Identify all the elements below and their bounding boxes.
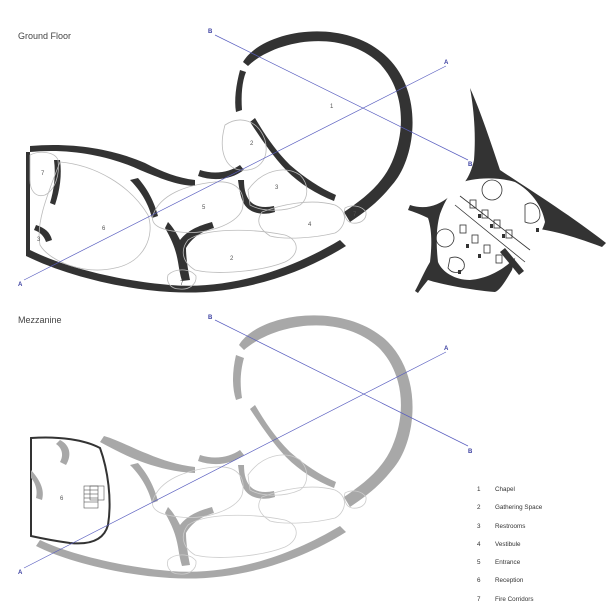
- mezz-inner-wall-6: [130, 463, 158, 503]
- legend-label: Vestibule: [495, 540, 521, 548]
- mezz-inner-wall-1: [233, 355, 244, 400]
- junction-wall-4: [250, 118, 336, 201]
- mezzanine-section-lines: [23, 319, 469, 569]
- label-fire-corridor-2: 7: [180, 281, 184, 287]
- mezzanine-reception: [30, 436, 111, 545]
- mezzanine-title: Mezzanine: [18, 315, 62, 325]
- legend-number: 5: [477, 559, 481, 567]
- legend-label: Restrooms: [495, 522, 526, 530]
- legend-label: Entrance: [495, 559, 521, 567]
- legend-item: 1 Chapel: [477, 486, 607, 504]
- junction-wall-3: [238, 180, 275, 214]
- junction-wall-1: [130, 178, 158, 218]
- legend-item: 7 Fire Corridors: [477, 596, 607, 614]
- legend-number: 3: [477, 522, 481, 530]
- legend-number: 7: [477, 595, 481, 603]
- junction-wall-5: [198, 165, 244, 180]
- section-a-start-mezz: A: [18, 570, 23, 576]
- section-a-end-mezz: A: [444, 346, 449, 352]
- mezzanine-plan: [36, 315, 413, 579]
- ground-floor-title: Ground Floor: [18, 31, 71, 41]
- label-entrance: 5: [202, 205, 206, 211]
- legend-label: Reception: [495, 577, 524, 585]
- legend-number: 2: [477, 504, 481, 512]
- label-restrooms: 3: [275, 185, 279, 191]
- legend-item: 4 Vestibule: [477, 541, 607, 559]
- label-mezz-reception: 6: [60, 496, 64, 502]
- legend-label: Chapel: [495, 486, 515, 493]
- legend-number: 1: [477, 486, 481, 493]
- label-restroom-small: 3: [37, 237, 41, 243]
- mezz-chapel-shell: [239, 315, 413, 507]
- mezz-inner-wall-2: [250, 405, 336, 488]
- outer-wall-north: [30, 144, 195, 186]
- label-gathering-space-upper: 2: [250, 141, 254, 147]
- label-reception: 6: [102, 226, 106, 232]
- legend-item: 3 Restrooms: [477, 523, 607, 541]
- label-fire-corridor-1: 7: [41, 171, 45, 177]
- room-legend: 1 Chapel 2 Gathering Space 3 Restrooms 4…: [477, 486, 607, 614]
- section-b-start-mezz: B: [208, 315, 213, 321]
- legend-number: 6: [477, 577, 481, 585]
- ground-floor-plan: [26, 31, 413, 293]
- mezz-inner-wall-3: [198, 450, 244, 465]
- section-a-end-ground: A: [444, 60, 449, 66]
- legend-number: 4: [477, 540, 481, 548]
- chapel-shell-wall: [243, 31, 413, 223]
- section-b-end-mezz: B: [468, 449, 473, 455]
- label-chapel: 1: [330, 104, 334, 110]
- junction-wall-7: [34, 225, 52, 242]
- detail-plan-fixtures: [435, 179, 541, 273]
- label-fire-corridor-3: 7: [353, 212, 357, 218]
- label-gathering-space-lower: 2: [230, 256, 234, 262]
- mezz-inner-wall-4: [165, 507, 214, 566]
- section-a-start-ground: A: [18, 282, 23, 288]
- legend-item: 6 Reception: [477, 577, 607, 595]
- detail-plan: [408, 88, 606, 293]
- legend-item: 5 Entrance: [477, 559, 607, 577]
- junction-wall-2: [165, 222, 214, 281]
- legend-label: Gathering Space: [495, 504, 543, 512]
- label-vestibule: 4: [308, 222, 312, 228]
- stair-icon: [83, 485, 105, 509]
- mezz-inner-wall-5: [238, 465, 275, 499]
- legend-label: Fire Corridors: [495, 595, 534, 603]
- section-b-start-ground: B: [208, 29, 213, 35]
- ground-section-lines: [23, 34, 469, 281]
- mezz-outer-wall-south: [36, 526, 346, 579]
- ground-room-outlines: [29, 119, 367, 290]
- detail-plan-bar: [500, 248, 524, 275]
- section-b-end-ground: B: [468, 162, 473, 168]
- chapel-stub-wall: [235, 70, 246, 112]
- detail-plan-interior: [436, 178, 545, 280]
- legend-item: 2 Gathering Space: [477, 504, 607, 522]
- mezz-outer-wall-north: [100, 436, 195, 473]
